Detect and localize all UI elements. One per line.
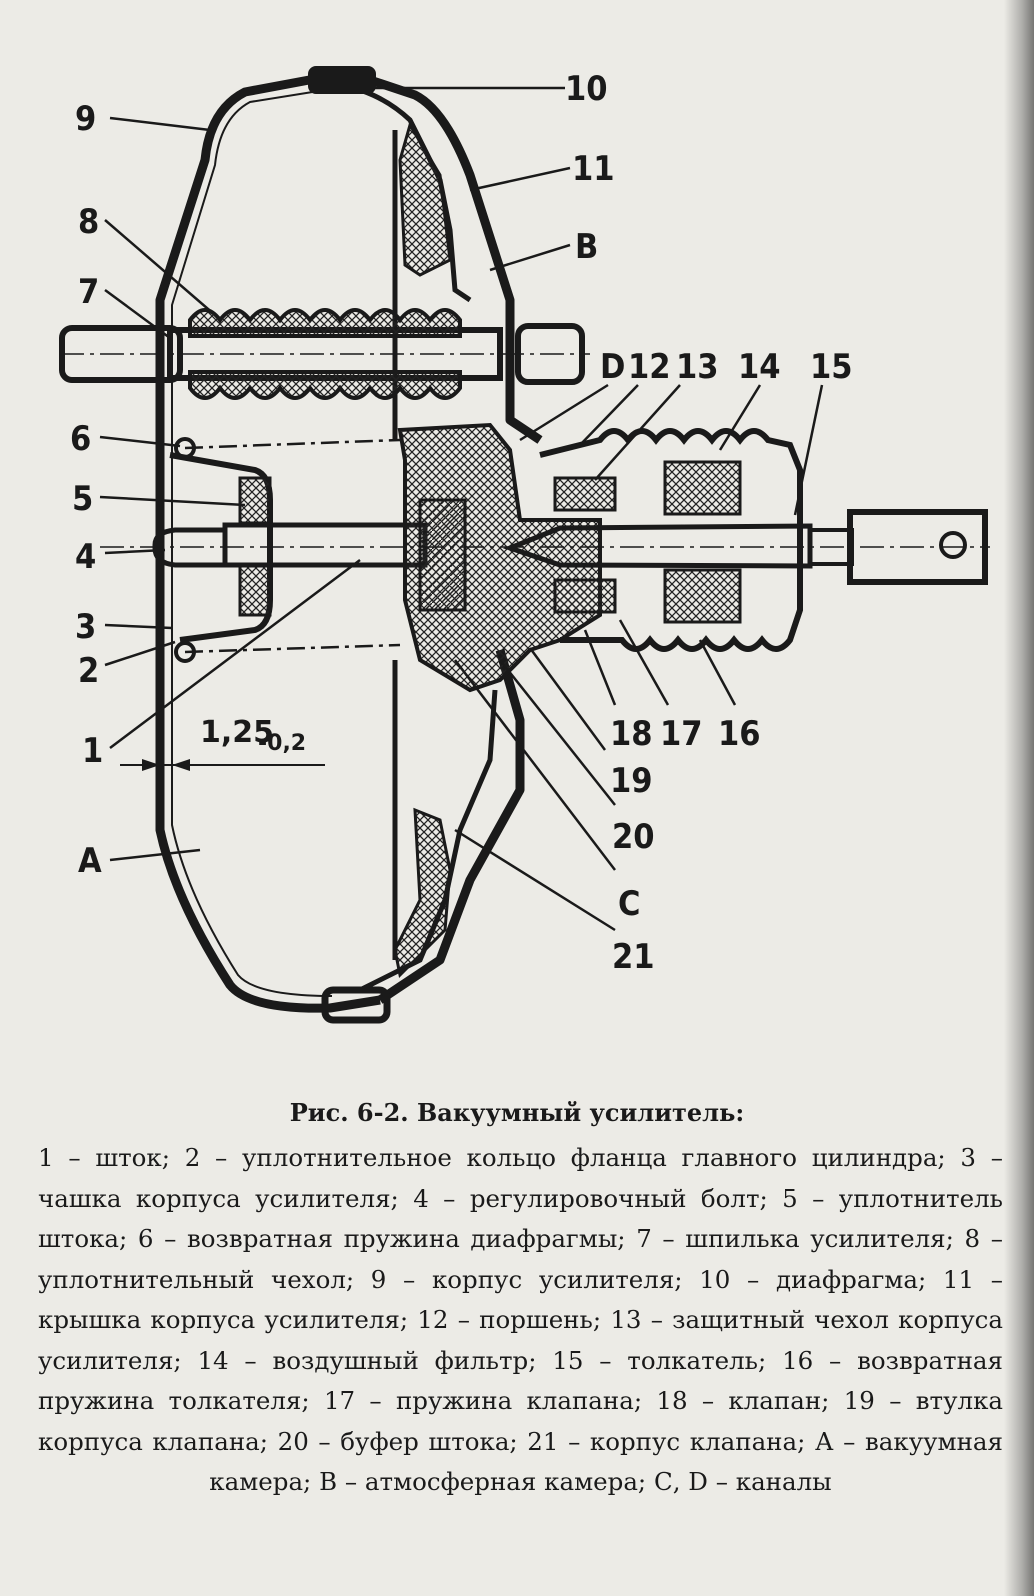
piston-insert — [418, 498, 467, 612]
booster-housing — [155, 73, 381, 1013]
dimension-tolerance: -0,2 — [258, 731, 306, 756]
air-filter-bottom — [663, 568, 742, 624]
callout-5: 5 — [72, 479, 93, 519]
callout-16: 16 — [718, 714, 761, 754]
diaphragm-upper-fill — [398, 121, 452, 277]
booster-cover-lower — [377, 648, 525, 1004]
callout-9: 9 — [75, 99, 96, 139]
dimension-value: 1,25 — [200, 715, 274, 750]
dimension-arrow-right — [172, 759, 190, 771]
booster-cover — [368, 75, 543, 444]
figure-caption-title: Рис. 6-2. Вакуумный усилитель: — [289, 1098, 745, 1127]
diaphragm-bead-bottom — [321, 986, 391, 1024]
valve-sleeve-bottom — [553, 578, 617, 614]
callout-17: 17 — [660, 714, 703, 754]
callout-20: 20 — [612, 817, 655, 857]
clevis-hole — [939, 531, 967, 559]
callout-8: 8 — [78, 202, 99, 242]
diaphragm-bead-top — [308, 66, 376, 94]
callout-6: 6 — [70, 419, 91, 459]
leader-lines — [99, 86, 824, 932]
spring-coil-top — [174, 437, 196, 459]
callout-7: 7 — [78, 272, 99, 312]
callout-C: С — [618, 884, 640, 924]
stud-bellows-bottom — [188, 370, 462, 400]
rod-seal-lower — [238, 563, 272, 617]
valve-body — [397, 422, 602, 693]
rod-seal-upper — [238, 476, 272, 525]
stud-bellows-top — [188, 308, 462, 338]
housing-cup — [169, 452, 273, 643]
callout-3: 3 — [75, 607, 96, 647]
spring-coil-bottom — [174, 641, 196, 663]
return-spring-top — [184, 438, 401, 450]
figure-caption-legend: 1 – шток; 2 – уплотнительное кольцо флан… — [38, 1143, 1003, 1496]
protective-boot — [539, 428, 803, 652]
callout-12: 12 — [628, 347, 671, 387]
callout-19: 19 — [610, 761, 653, 801]
callout-2: 2 — [78, 651, 99, 691]
callout-11: 11 — [572, 149, 615, 189]
callout-D: D — [600, 347, 625, 387]
booster-housing-inner — [171, 89, 333, 997]
rod — [222, 522, 428, 568]
dimension-arrow-left — [142, 759, 160, 771]
callout-B: В — [575, 227, 598, 267]
callout-10: 10 — [565, 69, 608, 109]
return-spring-bottom — [184, 643, 401, 654]
callout-13: 13 — [676, 347, 719, 387]
vacuum-booster-diagram: 9 8 7 6 5 4 3 2 1 A 10 11 В D 12 13 14 1… — [59, 66, 990, 1024]
callout-18: 18 — [610, 714, 653, 754]
callout-A: A — [78, 841, 102, 881]
callout-1: 1 — [82, 731, 103, 771]
air-filter-top — [663, 460, 742, 516]
diaphragm-lower — [358, 689, 498, 993]
callout-15: 15 — [810, 347, 853, 387]
callout-21: 21 — [612, 937, 655, 977]
callout-4: 4 — [75, 537, 96, 577]
valve-sleeve-top — [553, 476, 617, 512]
callout-14: 14 — [738, 347, 781, 387]
